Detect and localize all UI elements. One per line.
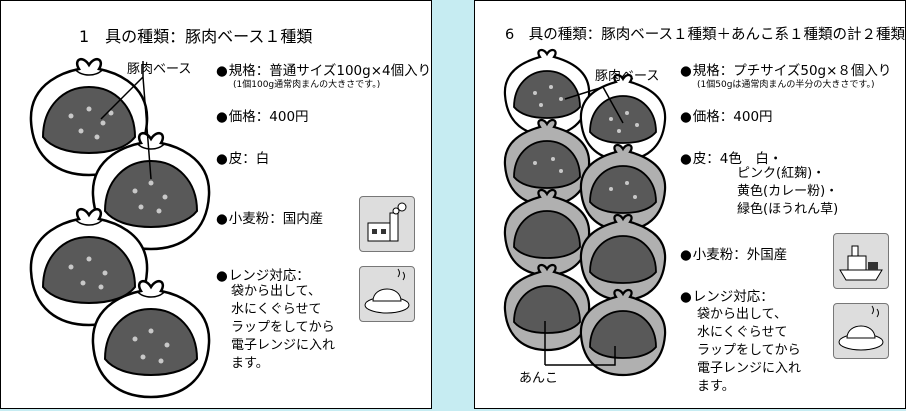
- buns-illustration: [29, 57, 211, 399]
- spec-note: (1個50gは通常肉まんの半分の大きさです。): [697, 80, 875, 90]
- panel-title: 1 具の種類：豚肉ベース１種類: [79, 27, 313, 46]
- pork-base-label: 豚肉ベース: [127, 62, 192, 77]
- skin-text: 皮：白: [216, 147, 270, 167]
- spec-text: 規格：普通サイズ100g×4個入り: [216, 59, 431, 79]
- flour-text: 小麦粉：国内産: [216, 207, 324, 227]
- microwave-text: レンジ対応：: [216, 264, 310, 284]
- product-panel-6: 6 具の種類：豚肉ベース１種類＋あんこ系１種類の計２種類 豚肉ベース あんこ 規…: [474, 0, 906, 409]
- steamed-bun-plate-icon: [359, 266, 415, 322]
- spec-text: 規格：プチサイズ50g×８個入り: [680, 59, 892, 79]
- spec-note: (1個100g通常肉まんの大きさです。): [233, 80, 381, 90]
- factory-icon: [359, 196, 415, 252]
- skin-text: 皮：4色 白・: [680, 147, 783, 167]
- buns-illustration: [503, 48, 667, 377]
- flour-text: 小麦粉：外国産: [680, 243, 788, 263]
- anko-label: あんこ: [519, 371, 559, 386]
- skin-colors: ピンク(紅麹)・ 黄色(カレー粉)・ 緑色(ほうれん草): [737, 166, 839, 217]
- microwave-instructions: 袋から出して、 水にくぐらせて ラップをしてから 電子レンジに入れ ます。: [231, 284, 336, 371]
- price-text: 価格：400円: [680, 105, 773, 125]
- panel-title: 6 具の種類：豚肉ベース１種類＋あんこ系１種類の計２種類: [505, 27, 905, 43]
- steamed-bun-plate-icon: [833, 303, 889, 359]
- pork-base-label: 豚肉ベース: [595, 69, 660, 84]
- product-panel-1: 1 具の種類：豚肉ベース１種類 豚肉ベース 規格：普通サイズ100g×4個入り …: [0, 0, 432, 409]
- microwave-instructions: 袋から出して、 水にくぐらせて ラップをしてから 電子レンジに入れ ます。: [697, 307, 802, 394]
- price-text: 価格：400円: [216, 105, 309, 125]
- microwave-text: レンジ対応：: [680, 285, 774, 305]
- cargo-ship-icon: [833, 233, 889, 289]
